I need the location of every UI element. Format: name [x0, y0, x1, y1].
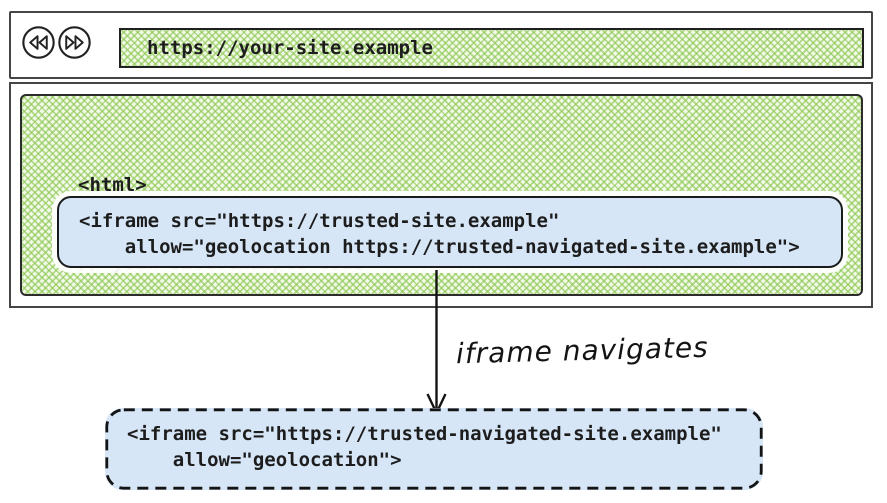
embedded-iframe-code-box: <iframe src="https://trusted-site.exampl…: [57, 196, 843, 268]
navigated-iframe-code-box: <iframe src="https://trusted-navigated-s…: [105, 408, 763, 490]
url-bar[interactable]: https://your-site.example: [119, 28, 864, 68]
your-site-page: <html> // your-site.example code <iframe…: [20, 94, 863, 296]
back-icon: [22, 26, 55, 59]
iframe-src-line: <iframe src="https://trusted-site.exampl…: [79, 210, 560, 232]
code-line-html-open: <html>: [78, 174, 147, 196]
navigated-iframe-src-line: <iframe src="https://trusted-navigated-s…: [127, 423, 722, 445]
browser-chrome-bar: https://your-site.example: [9, 11, 873, 79]
navigated-iframe-allow-line: allow="geolocation">: [127, 449, 402, 471]
arrow-label: iframe navigates: [455, 330, 710, 371]
back-button[interactable]: [21, 25, 56, 60]
forward-button[interactable]: [57, 25, 92, 60]
forward-icon: [58, 26, 91, 59]
navigation-arrow: [426, 270, 447, 416]
browser-content-window: <html> // your-site.example code <iframe…: [9, 82, 873, 308]
url-text: https://your-site.example: [147, 37, 433, 59]
iframe-allow-line: allow="geolocation https://trusted-navig…: [79, 236, 800, 258]
